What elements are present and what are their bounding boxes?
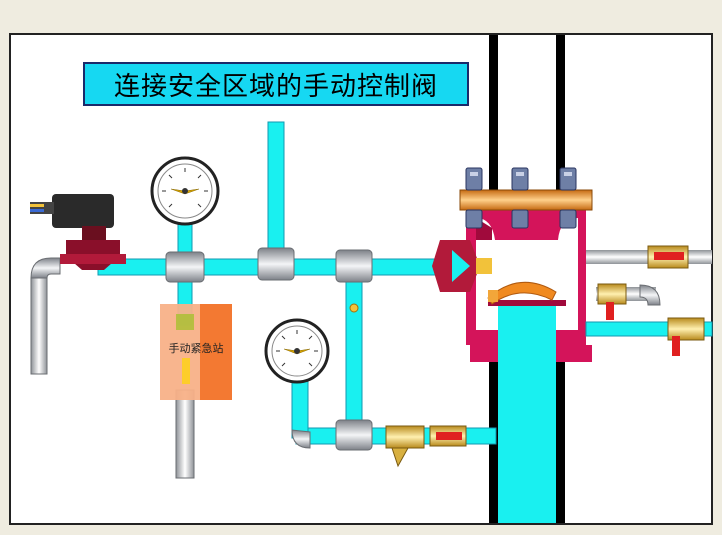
ball-valve-icon <box>429 425 467 447</box>
check-valve <box>432 240 492 292</box>
pressure-gauge-icon <box>150 156 220 226</box>
diagram-title: 连接安全区域的手动控制阀 <box>83 62 469 106</box>
solenoid-valve-icon <box>30 194 126 270</box>
top-flange <box>459 167 593 229</box>
alarm-valve <box>466 200 592 362</box>
pipe-fittings <box>165 247 373 451</box>
drain-pipes <box>30 257 195 479</box>
manual-station-icon <box>160 304 232 400</box>
pressure-gauge-icon <box>264 318 330 384</box>
manual-station-label: 手动紧急站 <box>168 342 224 355</box>
strainer-icon <box>385 425 425 468</box>
right-outlets <box>585 245 713 356</box>
